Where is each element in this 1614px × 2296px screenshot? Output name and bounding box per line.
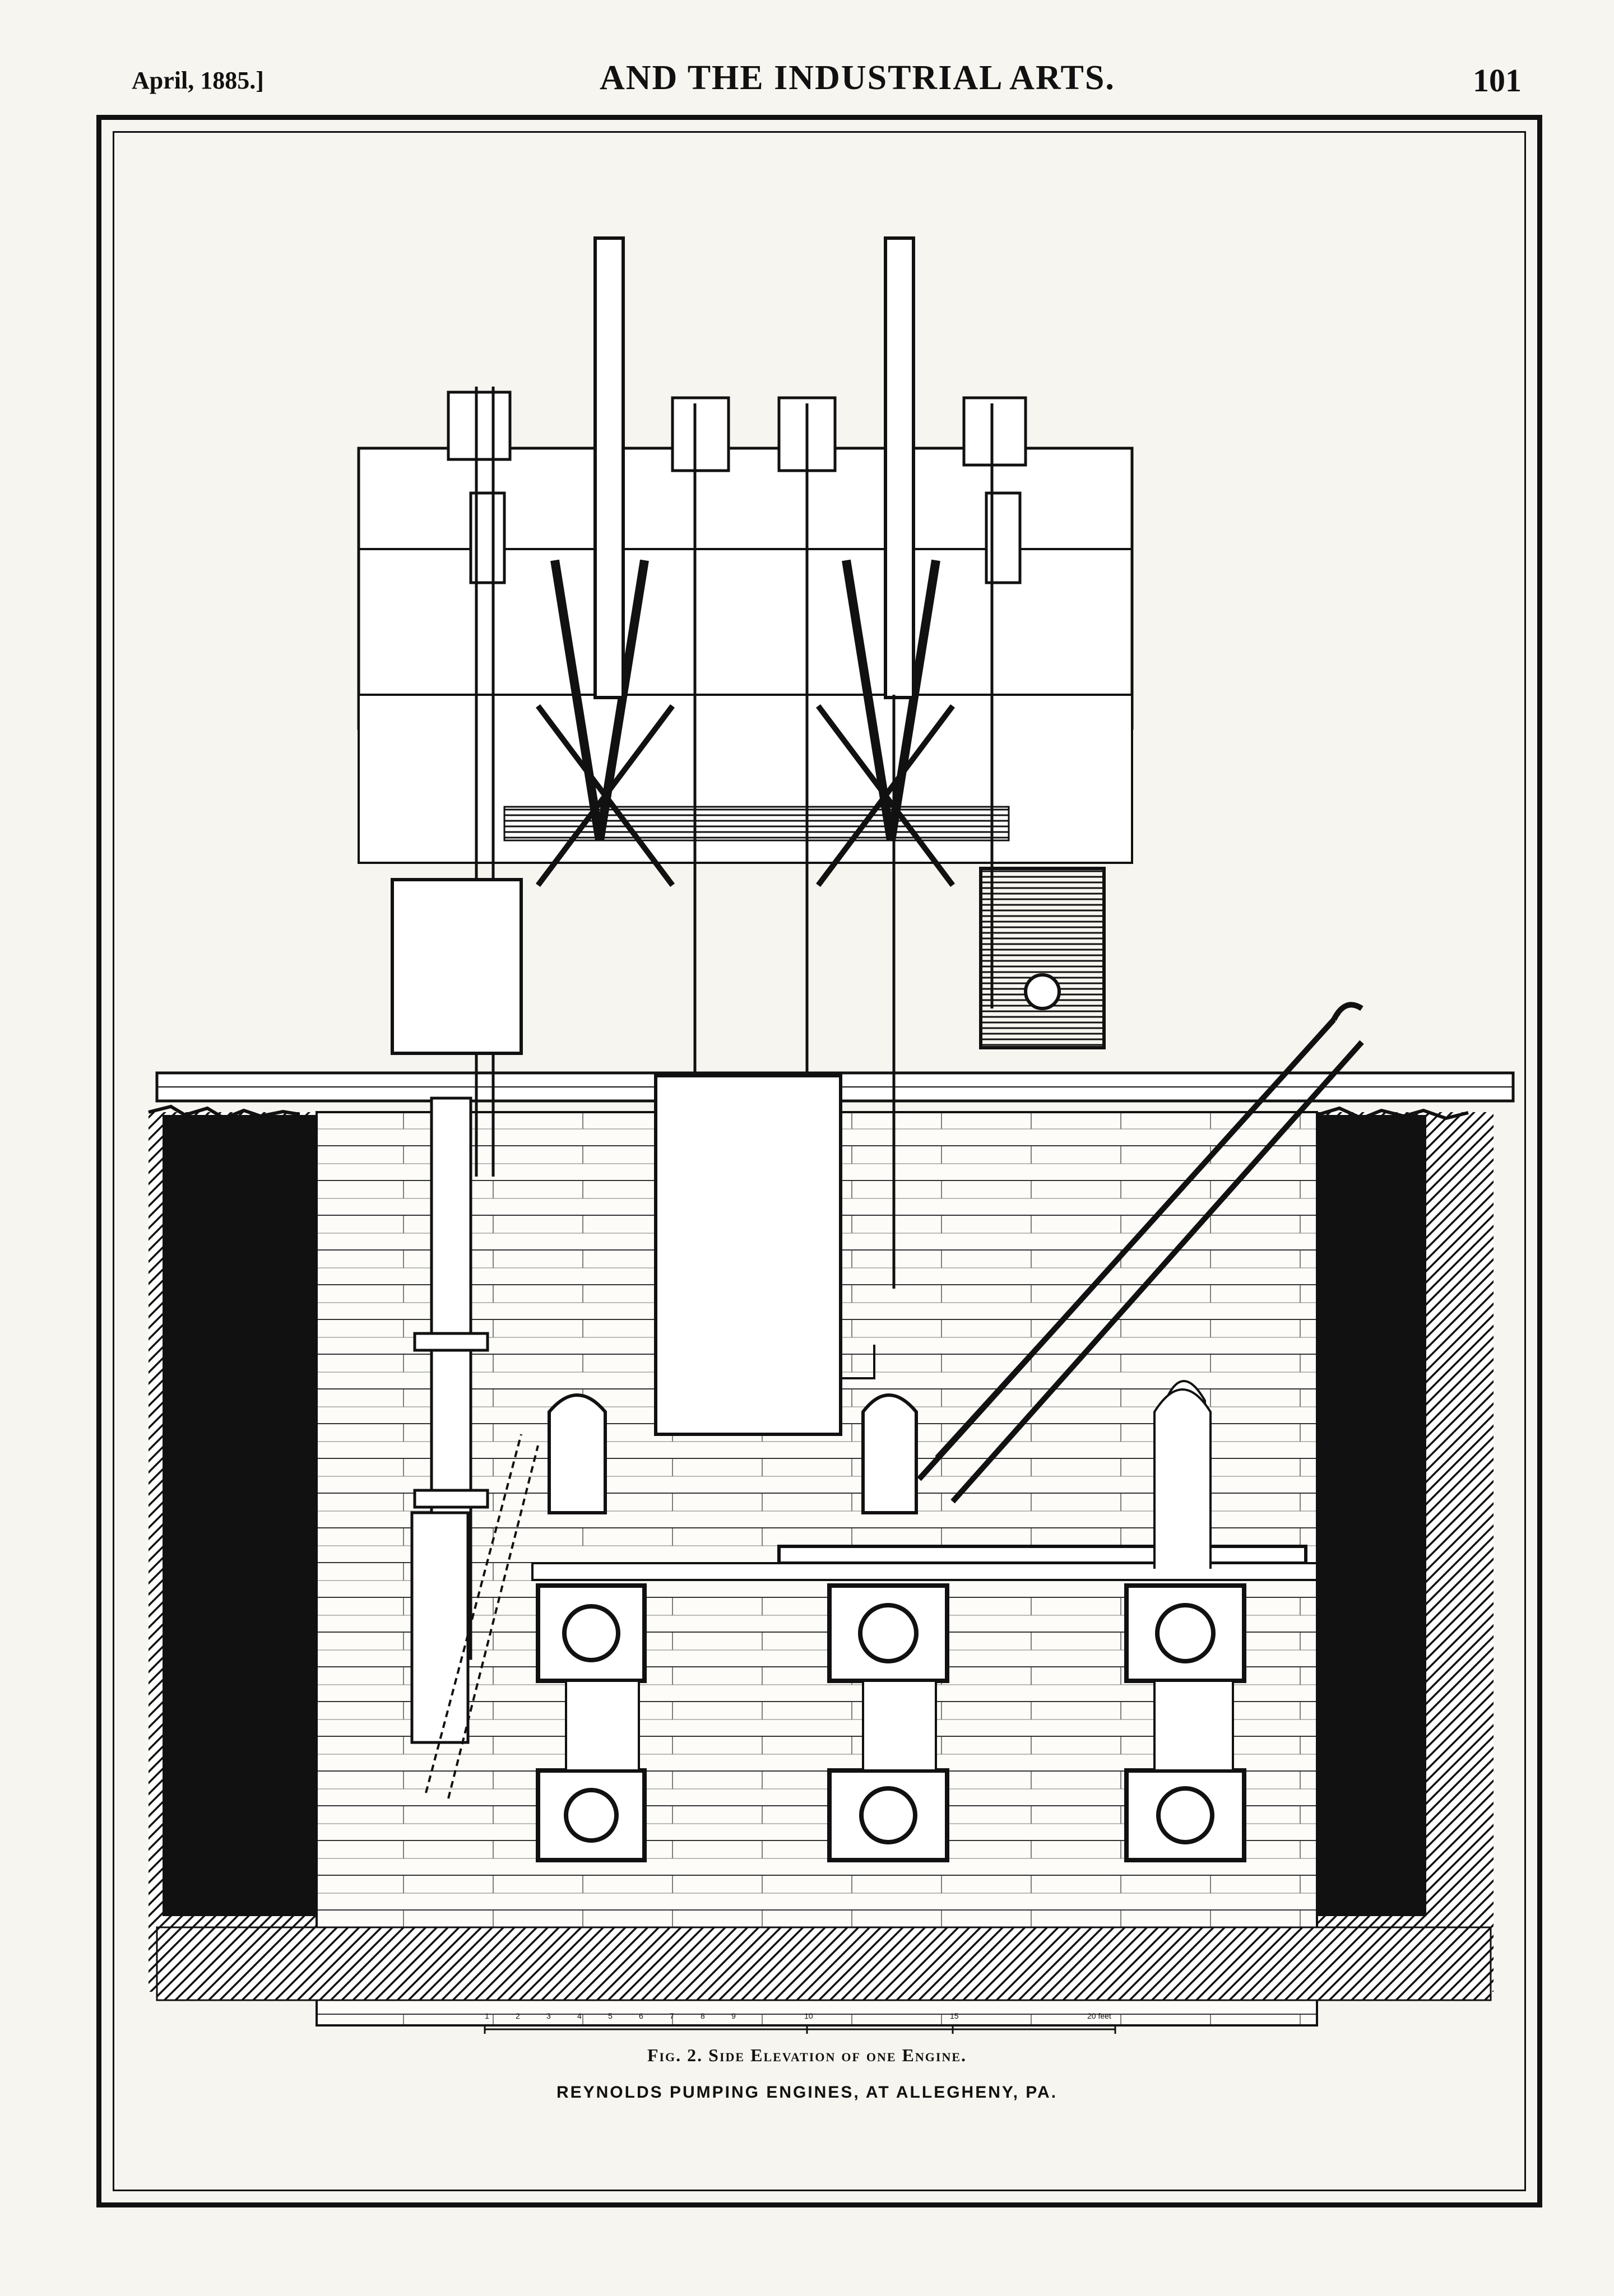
scale-label: 9 <box>731 2011 736 2020</box>
scale-bar <box>484 2025 1116 2034</box>
scale-label: 4 <box>577 2011 582 2020</box>
scale-label: 20 feet <box>1087 2011 1111 2020</box>
plate-inner-border <box>113 131 1526 2191</box>
scale-label: 1 <box>485 2011 489 2020</box>
scale-label: 6 <box>639 2011 643 2020</box>
steam-cylinders <box>391 867 1106 1436</box>
running-head: April, 1885.] AND THE INDUSTRIAL ARTS. 1… <box>0 0 1614 106</box>
page-number: 101 <box>1473 62 1522 99</box>
scale-labels: 1 2 3 4 5 6 7 8 9 10 15 20 feet <box>482 2011 1126 2056</box>
figure-caption: Fig. 2. Side Elevation of one Engine. <box>647 2045 967 2065</box>
discharge-pipe <box>410 1096 489 1744</box>
issue-date: April, 1885.] <box>132 67 264 94</box>
scale-label: 7 <box>670 2011 674 2020</box>
plate-title: REYNOLDS PUMPING ENGINES, AT ALLEGHENY, … <box>556 2083 1058 2102</box>
scale-label: 5 <box>608 2011 613 2020</box>
scale-label: 10 <box>804 2011 813 2020</box>
scale-label: 8 <box>701 2011 705 2020</box>
left-strut <box>425 1434 539 1799</box>
pump-chambers <box>536 1583 1246 1862</box>
masonry-niches <box>841 1345 1212 1569</box>
plate-border <box>96 115 1542 2207</box>
steam-stacks <box>593 236 915 699</box>
journal-title: AND THE INDUSTRIAL ARTS. <box>600 59 1115 97</box>
header-pipe <box>531 1545 1318 1581</box>
scale-label: 2 <box>516 2011 520 2020</box>
access-stair <box>917 1002 1364 1504</box>
scale-label: 3 <box>546 2011 551 2020</box>
scale-label: 15 <box>950 2011 959 2020</box>
